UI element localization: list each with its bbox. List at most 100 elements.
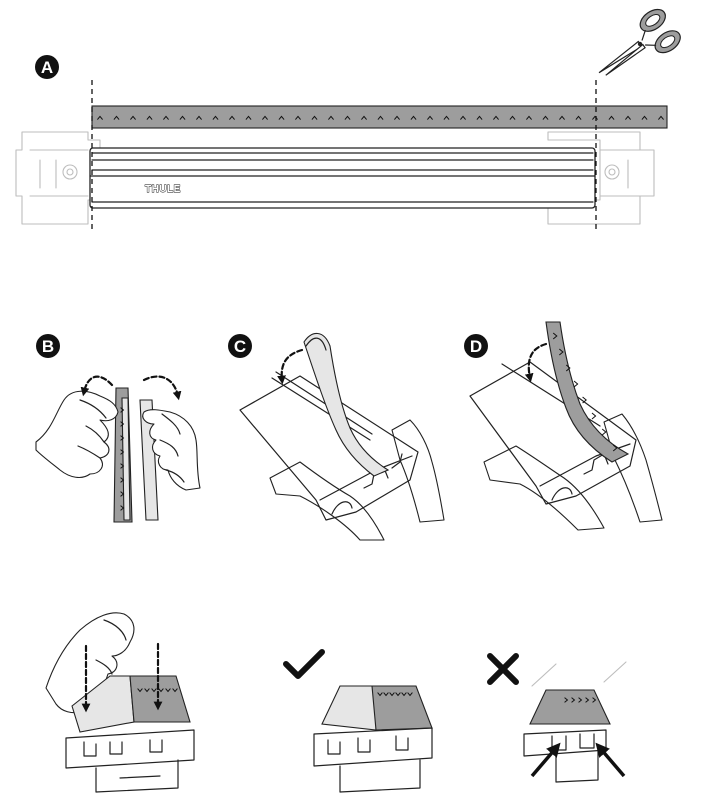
strip-chevron (578, 697, 583, 703)
strip-chevron (395, 692, 401, 697)
strip-chevron (377, 692, 383, 697)
strip-chevron (509, 115, 516, 120)
strip-chevron (565, 364, 571, 372)
strip-chevron (443, 115, 450, 120)
strip-chevron (97, 115, 103, 120)
strip-chevron (229, 115, 235, 120)
strip-chevron (120, 477, 125, 483)
strip-chevron (383, 692, 389, 697)
strip-chevron (377, 115, 384, 120)
strip-chevron (144, 688, 150, 693)
right-foot-mount (547, 131, 655, 225)
step-c-hand (269, 461, 385, 541)
strip-chevron (625, 115, 631, 120)
correct-bar (313, 685, 433, 793)
strip-chevron (585, 697, 590, 703)
strip-chevron (591, 412, 597, 420)
strip-chevron (601, 428, 607, 436)
strip-chevron (361, 115, 367, 120)
pinch-arrow-right (595, 742, 626, 778)
strip-chevron (460, 115, 466, 120)
strip-chevron (328, 115, 334, 120)
strip-chevron (571, 697, 576, 703)
press-down-panel (45, 612, 195, 793)
thule-brand-logo: THULE (145, 184, 181, 195)
strip-chevron (526, 115, 532, 120)
strip-chevron (120, 407, 125, 413)
strip-chevron (120, 505, 125, 511)
step-b-panel: B (35, 334, 201, 523)
scissors-icon (598, 8, 681, 76)
strip-chevron (163, 115, 169, 120)
step-d-label: D (470, 337, 482, 356)
strip-chevron (552, 332, 558, 340)
strip-chevron (344, 115, 351, 120)
strip-chevron (179, 115, 186, 120)
press-down-bar (65, 675, 195, 793)
correct-example-panel (283, 649, 433, 793)
step-d-arrow (524, 342, 548, 383)
step-c-badge: C (228, 334, 252, 358)
step-d-hand (483, 445, 605, 531)
strip-chevron (592, 115, 598, 120)
step-c-panel: C (228, 332, 445, 541)
step-d-panel: D (464, 321, 663, 531)
step-a-panel: A THULE (15, 8, 681, 232)
rubber-strip (91, 105, 668, 129)
strip-chevron (658, 115, 664, 120)
strip-chevron (641, 115, 648, 120)
strip-chevron (196, 115, 202, 120)
strip-chevron (137, 688, 143, 693)
strip-chevron (394, 115, 400, 120)
strip-chevron (295, 115, 301, 120)
strip-chevron (120, 463, 125, 469)
step-c-strip (303, 332, 390, 477)
strip-chevron (582, 396, 587, 404)
strip-chevron (407, 692, 413, 697)
strip-chevron (151, 688, 157, 693)
step-a-badge: A (35, 55, 59, 79)
step-c-label: C (234, 337, 246, 356)
strip-chevron (410, 115, 417, 120)
strip-chevron (146, 115, 153, 120)
strip-chevron (493, 115, 499, 120)
step-d-strip (545, 321, 630, 463)
left-foot-mount (15, 131, 101, 225)
strip-chevron (212, 115, 219, 120)
left-hand (35, 390, 119, 479)
strip-chevron (120, 435, 125, 441)
strip-chevron (573, 380, 579, 388)
right-hand (142, 409, 201, 491)
strip-chevron (401, 692, 407, 697)
strip-peel-b (113, 387, 159, 523)
strip-chevron (172, 688, 178, 693)
strip-chevron (592, 697, 597, 703)
strip-chevron (245, 115, 252, 120)
strip-chevron (564, 697, 569, 703)
strip-chevron (476, 115, 483, 120)
strip-chevron (278, 115, 285, 120)
strip-chevron (389, 692, 395, 697)
pinch-arrow-left (530, 742, 561, 778)
strip-chevron (559, 115, 565, 120)
cross-icon (487, 653, 519, 685)
strip-chevron (262, 115, 268, 120)
step-c-arrow (277, 348, 304, 385)
strip-chevron (427, 115, 433, 120)
strip-chevron (120, 491, 125, 497)
incorrect-example-panel (487, 653, 627, 783)
strip-chevron (113, 115, 120, 120)
strip-chevron (608, 115, 615, 120)
peel-arrow-right (142, 375, 182, 401)
checkmark-icon (283, 649, 325, 679)
strip-chevron (120, 421, 125, 427)
strip-chevron (158, 688, 164, 693)
peel-arrow-left (80, 375, 114, 397)
step-b-badge: B (36, 334, 60, 358)
strip-chevron (120, 449, 125, 455)
strip-chevron (575, 115, 582, 120)
incorrect-bar (523, 661, 627, 783)
roof-bar: THULE (89, 147, 596, 209)
strip-chevron (311, 115, 318, 120)
